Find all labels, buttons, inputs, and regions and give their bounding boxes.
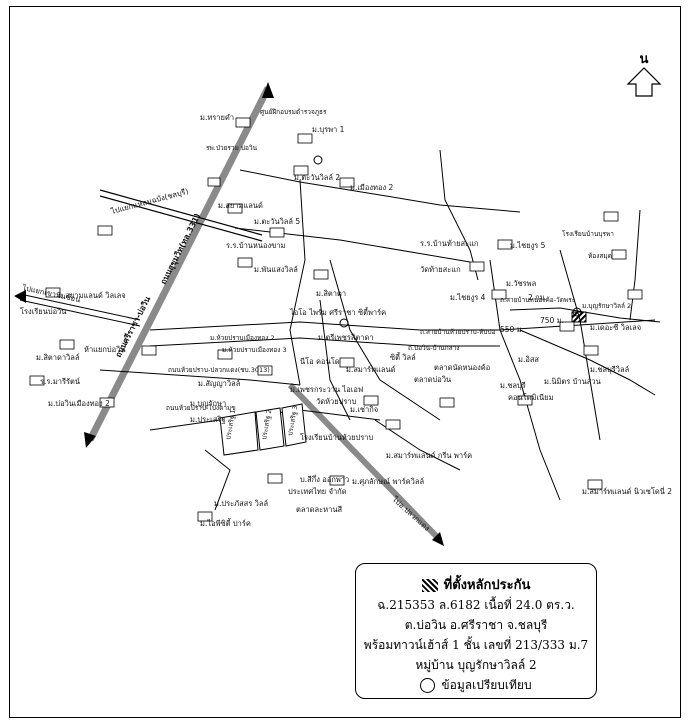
circle-symbol — [420, 678, 436, 693]
north-label: น — [640, 52, 649, 67]
place-label: ประเทศไทย จำกัด — [288, 487, 347, 496]
main-highway — [86, 86, 272, 442]
place-label: ม.ไอพีซิตี้ ปาร์ค — [200, 518, 251, 528]
distance-3: 2 กม. — [528, 293, 547, 302]
place-label: ม.ตรีเพชรสิตาดา — [318, 333, 374, 342]
place-label: ม.เพชรกระวาน ไอเอฟ — [290, 385, 363, 394]
place-label: ม.ชลบุรีวิลล์ — [590, 365, 629, 374]
place-label: รพ.ป่วยรวม บ่อวิน — [206, 144, 258, 152]
arrow-southeast — [432, 532, 444, 546]
highway-arrow-south — [84, 432, 96, 448]
place-label: ม.สัญญาวิลล์ — [198, 379, 240, 388]
legend-building: พร้อมทาวน์เฮ้าส์ 1 ชั้น เลขที่ 213/333 ม… — [363, 638, 589, 652]
place-label: ม.ตะวันวิลล์ 5 — [254, 217, 300, 226]
label-to-rayong: ไปอ.ปลวกแดง — [390, 494, 432, 533]
place-label: ม.อิสส — [518, 355, 539, 364]
place-label: ตลาดละหานสี — [296, 505, 342, 514]
place-label: ห้องสมุด — [588, 252, 612, 260]
label-road-huayprab: ถนนห้วยปราบ-โป่งตามุข — [166, 404, 236, 412]
place-labels: ม.ทรายคำ ศูนย์ฝึกอบรมตำรวจภูธร ม.บุรพา 1… — [20, 108, 672, 528]
legend-deed: ฉ.215353 ล.6182 เนื้อที่ 24.0 ตร.ว. — [377, 598, 575, 612]
place-label: ม.สมาร์ทแลนด์ กรีน พาร์ค — [386, 451, 472, 460]
place-label: บ.สีกึ่ง ออกพาว — [300, 474, 349, 484]
place-label: ม.เช่ากิจ — [350, 405, 378, 414]
legend-comparison: ข้อมูลเปรียบเทียบ — [441, 678, 532, 692]
highway-arrow-north — [262, 82, 274, 98]
place-label: ม.บ่อวินเมืองทอง 2 — [48, 399, 110, 408]
label-local-1: ถ.สายบ้านหนองค้อ-วัดพระ — [500, 296, 575, 304]
place-label: ร.ร.บ้านหนองขาม — [226, 241, 285, 250]
local-roads — [99, 149, 661, 511]
north-arrow: น — [626, 52, 662, 97]
place-label: ม.พันแสงวิลล์ — [254, 265, 298, 274]
legend-box: ที่ตั้งหลักประกัน ฉ.215353 ล.6182 เนื้อท… — [355, 563, 597, 699]
place-label: ม.ห้วยปราบเมืองทอง 3 — [222, 346, 287, 354]
place-label: ม.สยามแลนด์ วิลเลจ — [58, 291, 126, 300]
place-label: นีโอ คอนโด — [300, 357, 340, 366]
place-label: ตลาดบ่อวิน — [414, 375, 451, 384]
label-local-3: ถ.บ่อวิน-บ้านกลาง — [408, 344, 459, 352]
place-label: ม.บุรพา 1 — [312, 125, 345, 134]
map-frame — [9, 6, 681, 718]
place-label: ม.เมืองทอง 2 — [350, 183, 393, 192]
place-label: ม.บุญรักษา — [190, 399, 226, 408]
place-label: ม.ศุภลักษณ์ พาร์ควิลล์ — [352, 477, 424, 486]
plot-blocks: ประเสริฐ 1 ประเสริฐ 2 ประเสริฐ 3 — [219, 403, 307, 456]
place-label: ม.วัชรพล — [506, 279, 536, 288]
label-road-3013: ถนนห้วยปราบ-ปลวกแดง(ชบ.3013) — [168, 366, 270, 374]
place-label: โรงเรียนบ้านห้วยปราบ — [300, 433, 373, 442]
distance-2: 750 ม. — [540, 316, 564, 325]
legend-location: ต.บ่อวิน อ.ศรีราชา จ.ชลบุรี — [404, 618, 548, 632]
place-label: ศูนย์ฝึกอบรมตำรวจภูธร — [260, 108, 327, 116]
distance-1: 550 ม. — [500, 325, 524, 334]
place-label: โรงเรียนบ่อวิน — [20, 307, 66, 316]
hatch-symbol — [421, 579, 438, 592]
place-label: ตลาดนัดหนองค้อ — [434, 363, 490, 372]
place-label: วัดห้วยปราบ — [316, 397, 357, 406]
place-label: ไอโอ ไพร์ม ศรีราชา ซิตี้พาร์ค — [289, 307, 386, 317]
place-label: ม.ทรายคำ — [200, 113, 234, 122]
comparison-markers — [313, 155, 582, 328]
place-label: ม.ประเสริฐ — [190, 415, 225, 424]
place-label: ม.ไชยงูร 5 — [510, 241, 546, 250]
place-label: ม.ห้วยปราบเมืองทอง 2 — [210, 334, 275, 342]
place-label: ม.นิมิตร บ้านสวน — [544, 377, 601, 386]
place-label: ม.ตะวันวิลล์ 2 — [294, 173, 340, 182]
target-property-marker — [571, 311, 587, 323]
building-icons — [29, 117, 643, 522]
place-label: คอนโดมิเนียม — [508, 393, 554, 402]
place-label: ม.สยามแลนด์ — [218, 201, 263, 210]
place-label: ม.สิตาดาวิลล์ — [36, 353, 79, 362]
legend-village: หมู่บ้าน บุญรักษาวิลล์ 2 — [415, 658, 537, 672]
place-label: ม.สิตาดา — [316, 289, 346, 298]
place-label: ม.ชลบุรี — [500, 381, 526, 390]
road-to-southeast — [287, 382, 443, 543]
place-label-target: ม.บุญรักษาวิลล์ 2 — [582, 302, 631, 310]
legend-title: ที่ตั้งหลักประกัน — [443, 578, 531, 593]
label-local-2: ถ.สายบ้านห้วยปราบ-ทับบ่อ — [420, 328, 496, 336]
highway-label: ถนนสุขุมวิท(ทล.331) — [159, 212, 204, 286]
place-label: โรงเรียนบ้านบุรพา — [562, 230, 614, 238]
place-label: ร.ร.มารีรัตน์ — [40, 377, 80, 386]
arrow-west — [14, 290, 26, 303]
place-label: วัดท้ายสะแก — [420, 265, 461, 274]
place-label: ซิตี้ วิลล์ — [390, 352, 416, 362]
place-label: ร.ร.บ้านท้ายสะแก — [420, 239, 478, 248]
place-label: ม.สมาร์ทแลนด์ — [346, 365, 396, 374]
place-label: ม.ไชยงูร 4 — [450, 293, 486, 302]
place-label: ม.เดอะซี วิลเลจ — [590, 323, 641, 332]
place-label: ห้าแยกบ่อวิน — [84, 345, 126, 354]
place-label: ม.ประภัสสร วิลล์ — [214, 499, 268, 508]
place-label: ม.สมาร์ทแลนด์ นิวเซโดนี่ 2 — [582, 486, 672, 496]
